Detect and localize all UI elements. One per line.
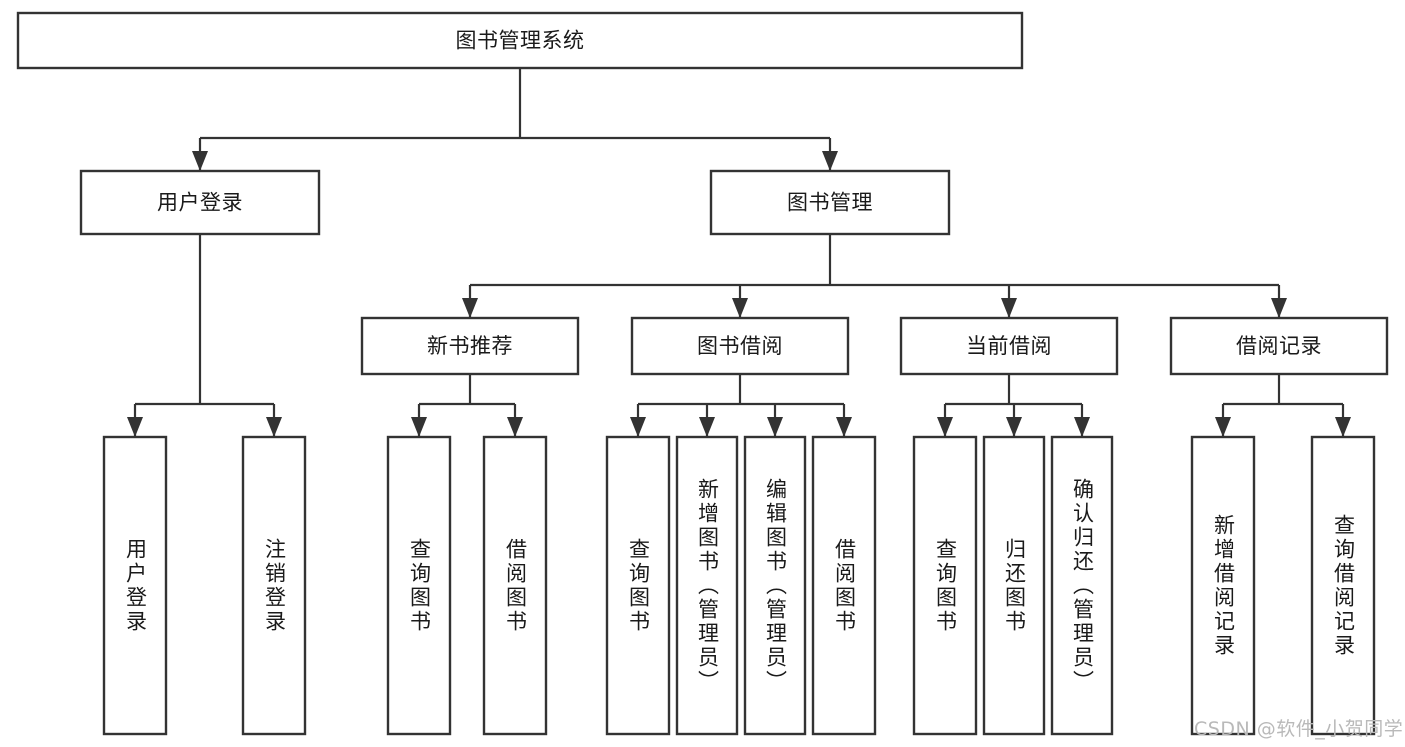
node-leaf-query-book-3[interactable]	[912, 435, 978, 736]
arrow-icon-leaf-borrow-book-2	[836, 417, 852, 437]
node-box-leaf-add-record[interactable]	[1190, 435, 1256, 736]
node-box-leaf-add-book[interactable]	[675, 435, 739, 736]
arrow-icon-leaf-edit-book	[767, 417, 783, 437]
arrow-icon-borrow-record	[1271, 298, 1287, 318]
node-leaf-query-book-2[interactable]	[605, 435, 671, 736]
node-leaf-borrow-book-2[interactable]	[811, 435, 877, 736]
node-leaf-user-login[interactable]	[102, 435, 168, 736]
node-label-current-borrow: 当前借阅	[966, 334, 1052, 358]
node-box-leaf-user-logout[interactable]	[241, 435, 307, 736]
node-leaf-query-book-1[interactable]	[386, 435, 452, 736]
node-box-leaf-edit-book[interactable]	[743, 435, 807, 736]
node-box-leaf-borrow-book-1[interactable]	[482, 435, 548, 736]
node-box-current-borrow[interactable]	[899, 316, 1119, 376]
node-leaf-borrow-book-1[interactable]	[482, 435, 548, 736]
arrow-icon-leaf-user-logout	[266, 417, 282, 437]
arrow-icon-leaf-add-book	[699, 417, 715, 437]
arrow-icon-leaf-borrow-book-1	[507, 417, 523, 437]
node-box-root[interactable]	[16, 11, 1024, 70]
arrow-icon-leaf-query-book-3	[937, 417, 953, 437]
arrow-icon-leaf-user-login	[127, 417, 143, 437]
node-leaf-edit-book[interactable]	[743, 435, 807, 736]
node-box-leaf-return-book[interactable]	[982, 435, 1046, 736]
node-book-borrow[interactable]: 图书借阅	[630, 316, 850, 376]
node-new-book-recommend[interactable]: 新书推荐	[360, 316, 580, 376]
node-user-login[interactable]: 用户登录	[79, 169, 321, 236]
node-box-leaf-user-login[interactable]	[102, 435, 168, 736]
node-label-user-login: 用户登录	[157, 191, 243, 215]
node-borrow-record[interactable]: 借阅记录	[1169, 316, 1389, 376]
node-leaf-user-logout[interactable]	[241, 435, 307, 736]
node-root[interactable]: 图书管理系统	[16, 11, 1024, 70]
arrow-icon-current-borrow	[1001, 298, 1017, 318]
node-leaf-query-record[interactable]	[1310, 435, 1376, 736]
node-box-leaf-confirm-return[interactable]	[1050, 435, 1114, 736]
node-box-leaf-query-book-3[interactable]	[912, 435, 978, 736]
node-box-book-borrow[interactable]	[630, 316, 850, 376]
arrow-icon-leaf-confirm-return	[1074, 417, 1090, 437]
node-current-borrow[interactable]: 当前借阅	[899, 316, 1119, 376]
arrow-icon-user-login	[192, 151, 208, 171]
arrow-icon-leaf-query-book-2	[630, 417, 646, 437]
arrow-icon-new-book-recommend	[462, 298, 478, 318]
node-leaf-add-book[interactable]	[675, 435, 739, 736]
arrow-icon-leaf-add-record	[1215, 417, 1231, 437]
arrow-icon-book-borrow	[732, 298, 748, 318]
node-box-user-login[interactable]	[79, 169, 321, 236]
node-leaf-confirm-return[interactable]	[1050, 435, 1114, 736]
node-label-book-borrow: 图书借阅	[697, 334, 783, 358]
node-book-manage[interactable]: 图书管理	[709, 169, 951, 236]
arrow-icon-leaf-query-record	[1335, 417, 1351, 437]
node-label-book-manage: 图书管理	[787, 191, 873, 215]
node-box-borrow-record[interactable]	[1169, 316, 1389, 376]
edges-layer	[127, 68, 1351, 437]
node-box-leaf-query-book-2[interactable]	[605, 435, 671, 736]
node-label-borrow-record: 借阅记录	[1236, 334, 1322, 358]
node-box-book-manage[interactable]	[709, 169, 951, 236]
node-box-leaf-query-book-1[interactable]	[386, 435, 452, 736]
arrow-icon-book-manage	[822, 151, 838, 171]
node-box-new-book-recommend[interactable]	[360, 316, 580, 376]
node-leaf-return-book[interactable]	[982, 435, 1046, 736]
csdn-watermark: CSDN @软件_小贺同学	[1194, 718, 1404, 740]
node-label-root: 图书管理系统	[456, 29, 585, 53]
arrow-icon-leaf-query-book-1	[411, 417, 427, 437]
arrow-icon-leaf-return-book	[1006, 417, 1022, 437]
node-label-new-book-recommend: 新书推荐	[427, 334, 513, 358]
node-leaf-add-record[interactable]	[1190, 435, 1256, 736]
node-box-leaf-borrow-book-2[interactable]	[811, 435, 877, 736]
node-box-leaf-query-record[interactable]	[1310, 435, 1376, 736]
